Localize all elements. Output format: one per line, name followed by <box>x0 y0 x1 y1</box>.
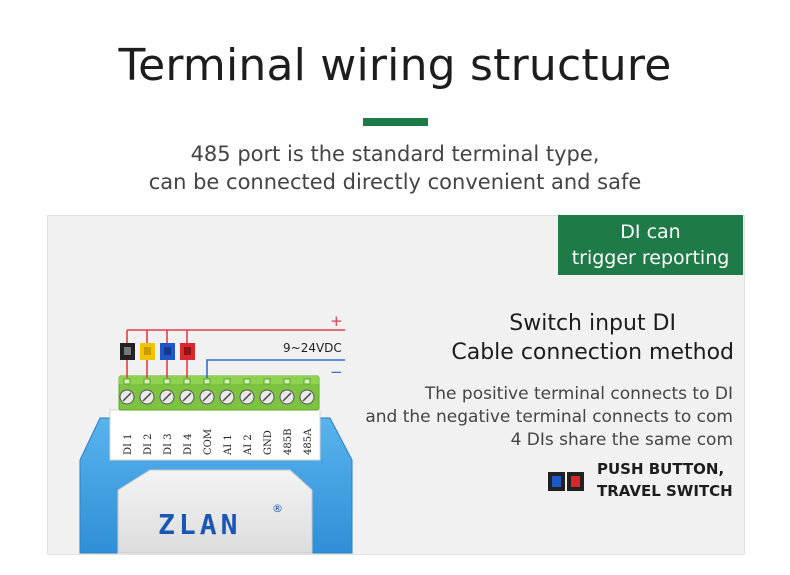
push-button-2 <box>140 343 155 360</box>
terminal-screw <box>159 378 175 405</box>
terminal-screw <box>259 378 275 405</box>
badge-line-1: DI can <box>620 221 681 243</box>
description-line-2: and the negative terminal connects to co… <box>365 407 733 427</box>
legend-label-line-1: PUSH BUTTON, <box>597 460 725 478</box>
plus-sign: + <box>330 312 343 330</box>
legend-red-button-icon <box>567 472 584 491</box>
terminal-screw <box>299 378 315 405</box>
terminal-label: DI 2 <box>143 433 154 455</box>
terminal-screw <box>139 378 155 405</box>
badge-line-2: trigger reporting <box>571 247 730 269</box>
push-button-4 <box>180 343 195 360</box>
voltage-label: 9~24VDC <box>283 341 342 355</box>
terminal-screw <box>239 378 255 405</box>
brand-logo: ZLAN <box>158 508 241 541</box>
wires <box>126 329 345 378</box>
terminal-label: 485A <box>303 428 314 455</box>
section-heading-line-1: Switch input DI <box>509 311 676 336</box>
push-button-1 <box>120 343 135 360</box>
description-line-3: 4 DIs share the same com <box>510 430 733 450</box>
subtitle: 485 port is the standard terminal type, … <box>0 140 790 196</box>
brand-registered-mark: ® <box>272 502 283 515</box>
terminal-label: COM <box>203 429 214 455</box>
terminal-label: DI 4 <box>183 433 194 455</box>
terminal-screw <box>179 378 195 405</box>
terminal-label: DI 3 <box>163 433 174 455</box>
legend-label-line-2: TRAVEL SWITCH <box>597 482 733 500</box>
page-title: Terminal wiring structure <box>118 40 672 91</box>
subtitle-line-2: can be connected directly convenient and… <box>148 170 642 194</box>
terminal-label: AI 1 <box>223 434 234 456</box>
push-button-3 <box>160 343 175 360</box>
terminal-screw <box>279 378 295 405</box>
terminal-screw <box>219 378 235 405</box>
subtitle-line-1: 485 port is the standard terminal type, <box>190 142 600 166</box>
section-heading-line-2: Cable connection method <box>451 340 734 365</box>
terminal-label: 485B <box>283 429 294 455</box>
di-reporting-badge: DI can trigger reporting <box>558 215 743 275</box>
terminal-label: AI 2 <box>243 434 254 456</box>
minus-sign: − <box>330 363 343 381</box>
legend-blue-button-icon <box>548 472 565 491</box>
terminal-screw <box>119 378 135 405</box>
terminal-label: DI 1 <box>123 433 134 455</box>
terminal-label: GND <box>263 430 274 455</box>
description-line-1: The positive terminal connects to DI <box>424 384 733 404</box>
terminal-screw <box>199 378 215 405</box>
title-accent-bar <box>363 118 428 126</box>
